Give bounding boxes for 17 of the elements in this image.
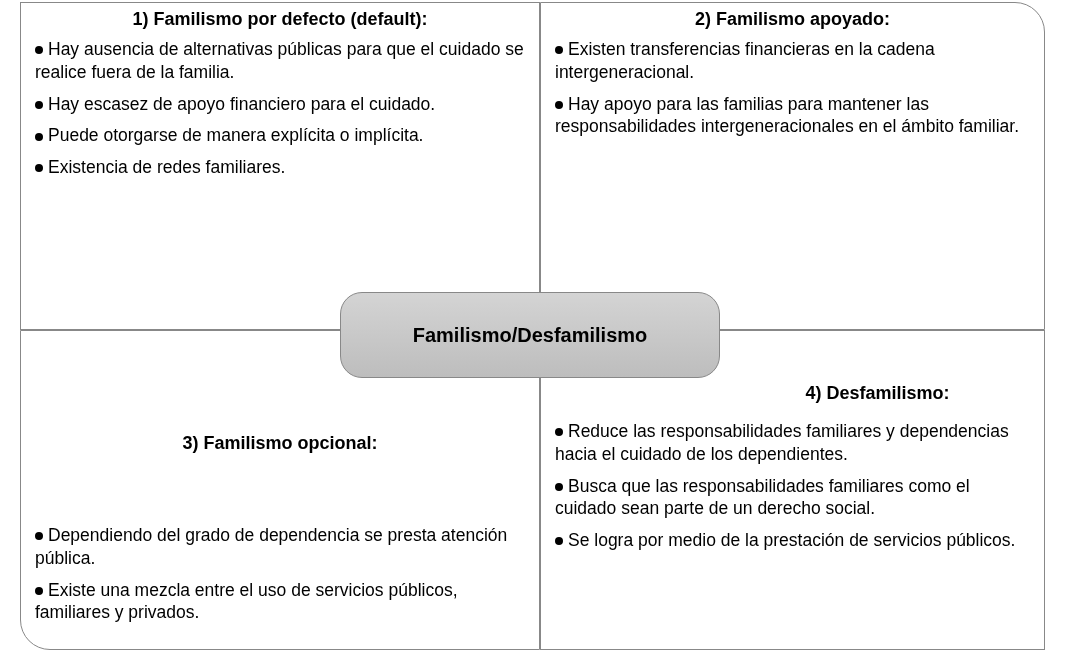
bullet-text: Reduce las responsabilidades familiares y dependencias hacia el cuidado de los dependientes. bbox=[555, 420, 1030, 466]
center-title: Familismo/Desfamilismo bbox=[412, 323, 648, 347]
quadrant-heading: 3) Familismo opcional: bbox=[181, 433, 379, 454]
bullet-text: Hay escasez de apoyo financiero para el cuidado. bbox=[35, 92, 525, 116]
bullet-text: Existencia de redes familiares. bbox=[35, 156, 335, 179]
quadrant-heading: 2) Familismo apoyado: bbox=[693, 9, 891, 30]
bullet-text: Existen transferencias financieras en la cadena intergeneracional. bbox=[555, 38, 1030, 84]
quadrant-heading: 4) Desfamilismo: bbox=[804, 383, 951, 404]
bullet-text: Se logra por medio de la prestación de servicios públicos. bbox=[555, 529, 1030, 552]
center-box bbox=[340, 292, 720, 378]
bullet-text: Puede otorgarse de manera explícita o implícita. bbox=[35, 124, 525, 147]
bullet-text: Hay ausencia de alternativas públicas para que el cuidado se realice fuera de la familia. bbox=[35, 38, 525, 84]
quadrant-heading: 1) Familismo por defecto (default): bbox=[131, 9, 429, 30]
bullet-text: Existe una mezcla entre el uso de servicios públicos, familiares y privados. bbox=[35, 578, 525, 624]
bullet-text: Busca que las responsabilidades familiares como el cuidado sean parte de un derecho social. bbox=[555, 474, 1030, 520]
bullet-text: Hay apoyo para las familias para mantener las responsabilidades intergeneracionales en el ámbito familiar. bbox=[555, 92, 1030, 138]
bullet-text: Dependiendo del grado de dependencia se presta atención pública. bbox=[35, 524, 525, 570]
